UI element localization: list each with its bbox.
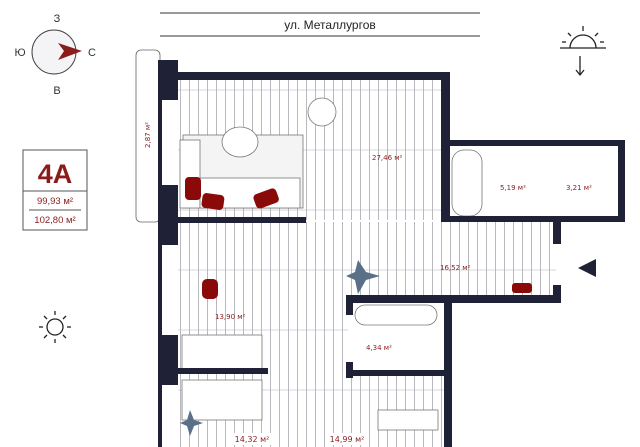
- sun-icon: [39, 311, 71, 343]
- compass: З Ю С В: [14, 13, 96, 97]
- room-area-bath-2: 4,34 м²: [366, 344, 392, 352]
- label-backdrop: [325, 433, 369, 445]
- room-area-hall: 16,52 м²: [440, 264, 471, 272]
- room-area-bath-main: 5,19 м²: [500, 184, 526, 192]
- red-armchairs: [185, 177, 532, 299]
- balcony-area: 2,87 м²: [144, 122, 152, 148]
- apartment-badge: 4А 99,93 м² 102,80 м²: [22, 149, 88, 231]
- compass-south: Ю: [14, 47, 25, 59]
- balcony: 2,87 м²: [135, 49, 161, 223]
- sunrise-icon: [560, 26, 606, 77]
- apartment-type: 4А: [38, 159, 73, 189]
- compass-east: В: [53, 85, 60, 97]
- room-area-living-kitchen: 27,46 м²: [372, 154, 403, 162]
- room-area-bedroom-1: 13,90 м²: [215, 313, 246, 321]
- room-area-bath-small: 3,21 м²: [566, 184, 592, 192]
- plant-icon: [180, 260, 380, 436]
- walls: [158, 60, 625, 447]
- compass-west: З: [54, 13, 61, 25]
- room-area-bedroom-3: 14,99 м²: [330, 435, 365, 444]
- compass-arrow-icon: [58, 43, 82, 60]
- entrance-arrow-icon: [578, 259, 596, 277]
- compass-north: С: [88, 47, 96, 59]
- room-area-bedroom-2: 14,32 м²: [235, 435, 270, 444]
- street-name: ул. Металлургов: [284, 18, 376, 32]
- living-area: 99,93 м²: [37, 196, 73, 207]
- street-label-group: ул. Металлургов: [160, 12, 480, 37]
- label-backdrop: [230, 433, 274, 445]
- total-area: 102,80 м²: [34, 215, 75, 226]
